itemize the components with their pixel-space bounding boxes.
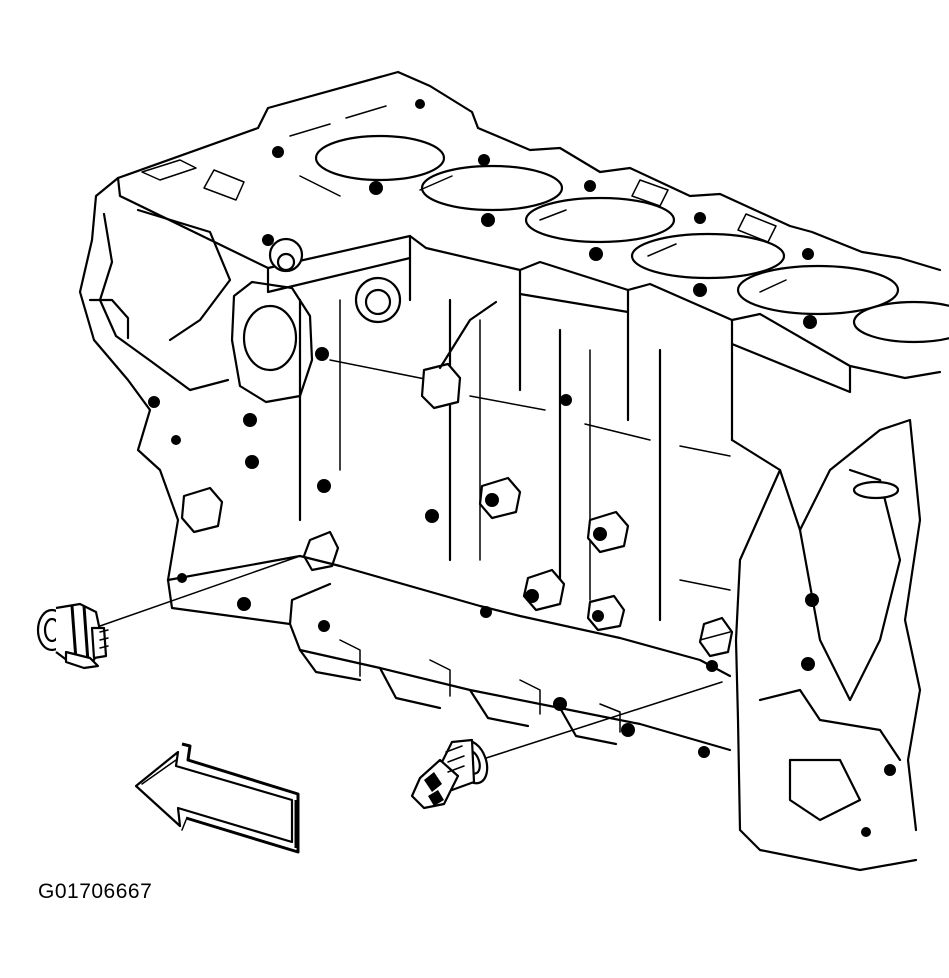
leader-lines — [99, 555, 723, 761]
direction-arrow-icon — [134, 742, 300, 854]
knock-sensor-rear-icon — [410, 738, 489, 810]
figure-code: G01706667 — [38, 880, 153, 903]
cylinder-bores-icon — [314, 134, 949, 344]
knock-sensor-front-icon — [36, 602, 109, 670]
side-bosses — [148, 394, 630, 632]
head-bolt-bosses — [272, 99, 817, 329]
engine-block-icon — [78, 70, 949, 872]
